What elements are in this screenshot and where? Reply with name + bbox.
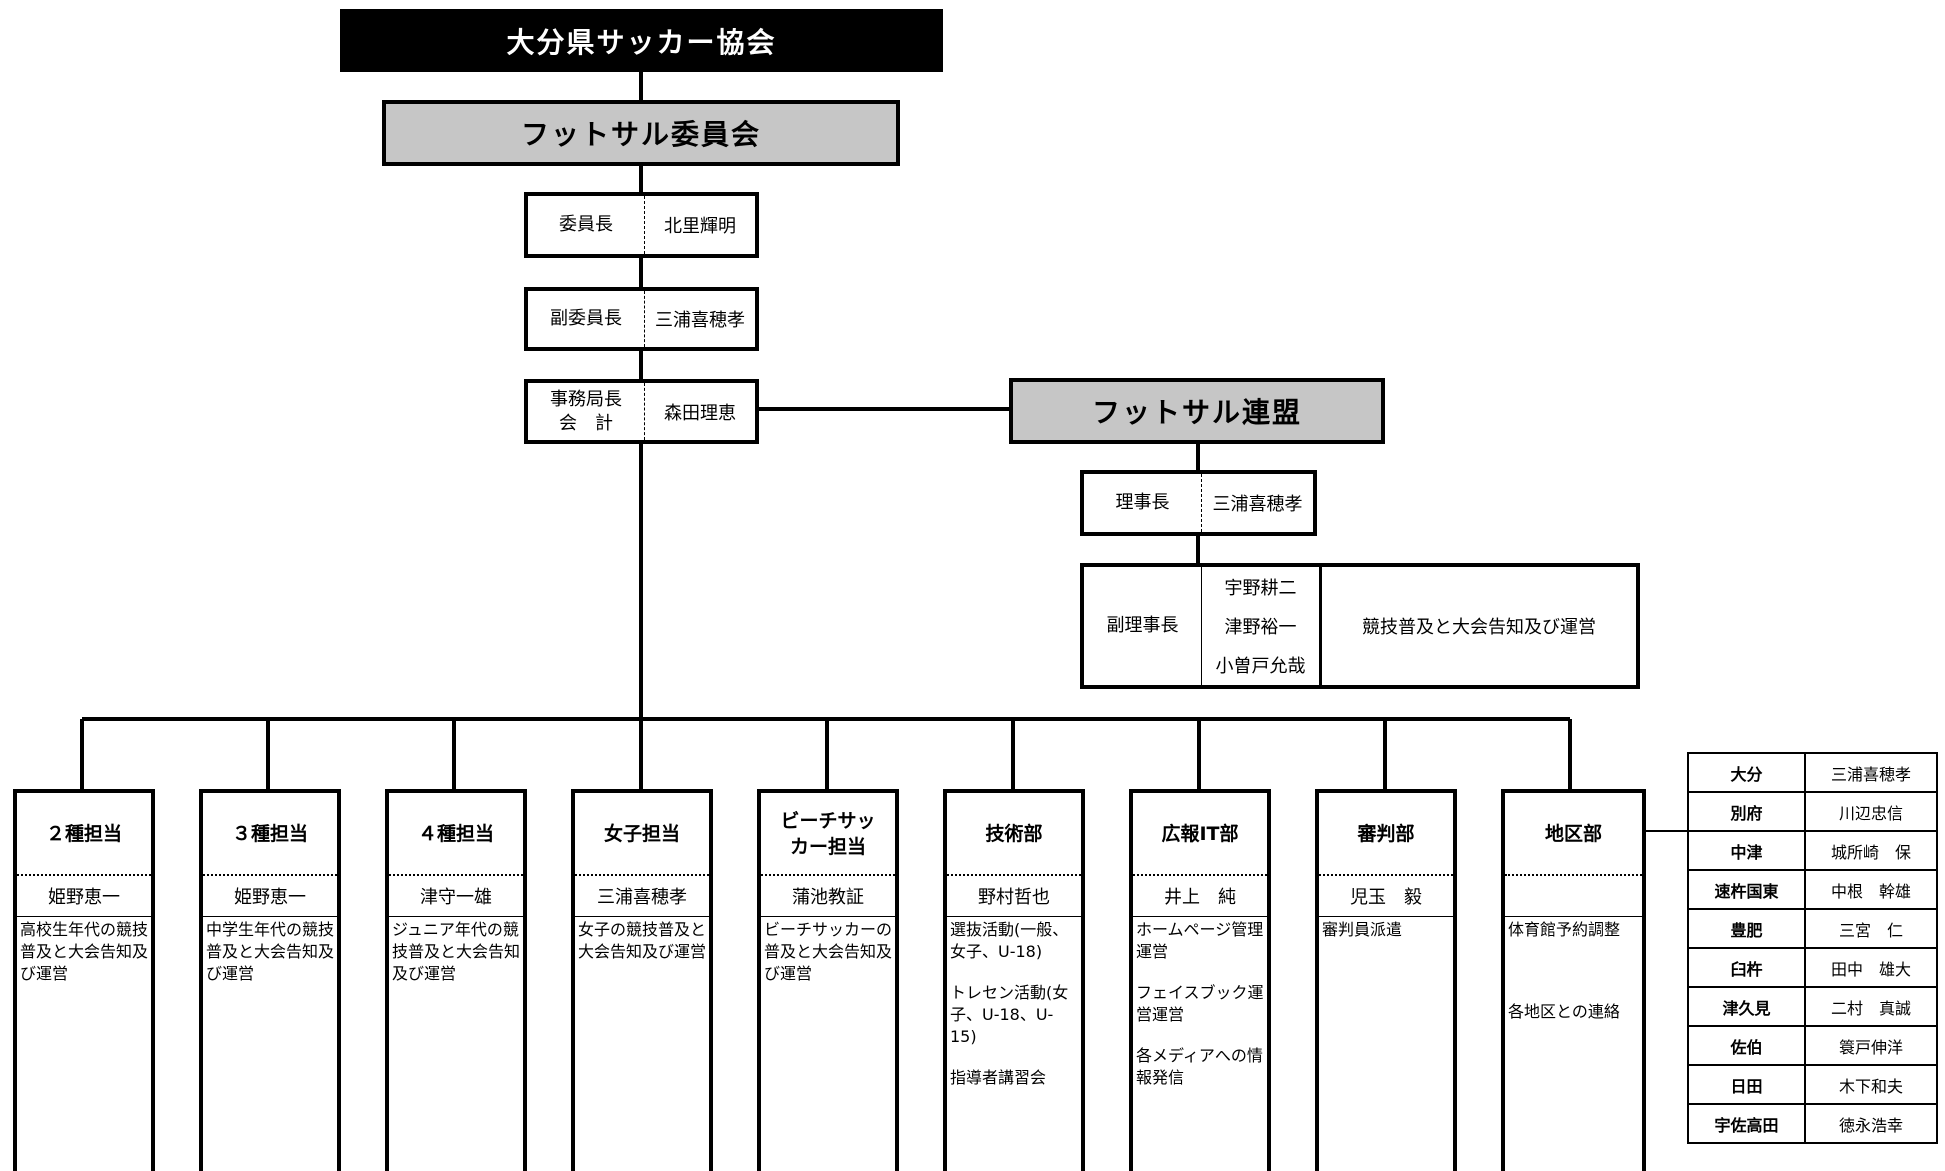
table-row: 速杵国東中根 幹雄 [1687, 869, 1938, 910]
dept-name: ビーチサッカー担当 [761, 793, 895, 876]
dept-name: 技術部 [947, 793, 1081, 876]
dept-person: 野村哲也 [947, 876, 1081, 917]
dept-person [1505, 876, 1642, 917]
district-person: 城所崎 保 [1804, 830, 1938, 871]
dept-description: 中学生年代の競技普及と大会告知及び運営 [206, 920, 335, 983]
duty-text: 競技普及と大会告知及び運営 [1362, 617, 1596, 638]
person-name: 宇野耕二 [1224, 577, 1297, 599]
dept-person: 児玉 毅 [1319, 876, 1453, 917]
league-chair-box: 理事長 三浦喜穂孝 [1080, 470, 1317, 536]
table-row: 津久見二村 真誠 [1687, 986, 1938, 1027]
dept-description: ホームページ管理運営 フェイスブック運営運営 各メディアへの情報発信 [1136, 920, 1264, 1087]
dept-name: ２種担当 [17, 793, 151, 876]
table-row: 豊肥三宮 仁 [1687, 908, 1938, 949]
dept-person: 井上 純 [1133, 876, 1267, 917]
table-row: 佐伯簑戸伸洋 [1687, 1025, 1938, 1066]
dept-description: 選抜活動(一般、女子、U-18) トレセン活動(女子、U-18、U-15) 指導… [950, 920, 1069, 1087]
table-row: 別府川辺忠信 [1687, 791, 1938, 832]
dept-column: 女子担当 三浦喜穂孝 女子の競技普及と大会告知及び運営 [571, 789, 713, 1171]
dept-description: ジュニア年代の競技普及と大会告知及び運営 [392, 920, 521, 983]
district-person: 田中 雄大 [1804, 947, 1938, 988]
dept-name: ３種担当 [203, 793, 337, 876]
table-row: 中津城所崎 保 [1687, 830, 1938, 871]
district-person: 中根 幹雄 [1804, 869, 1938, 910]
district-name: 大分 [1687, 752, 1806, 793]
district-name: 宇佐高田 [1687, 1103, 1806, 1144]
role-label: 副理事長 [1084, 567, 1202, 685]
dept-description: 高校生年代の競技普及と大会告知及び運営 [20, 920, 149, 983]
vice-persons: 宇野耕二 津野裕一 小曽戸允哉 [1202, 567, 1322, 685]
district-table: 大分三浦喜穂孝 別府川辺忠信 中津城所崎 保 速杵国東中根 幹雄 豊肥三宮 仁 … [1687, 752, 1938, 1144]
district-person: 三浦喜穂孝 [1804, 752, 1938, 793]
table-row: 臼杵田中 雄大 [1687, 947, 1938, 988]
dept-name: 広報IT部 [1133, 793, 1267, 876]
dept-column: 広報IT部 井上 純 ホームページ管理運営 フェイスブック運営運営 各メディアへ… [1129, 789, 1271, 1171]
dept-column: ２種担当 姫野恵一 高校生年代の競技普及と大会告知及び運営 [13, 789, 155, 1171]
table-row: 日田木下和夫 [1687, 1064, 1938, 1105]
district-person: 簑戸伸洋 [1804, 1025, 1938, 1066]
committee-chair-box: 委員長 北里輝明 [524, 192, 759, 258]
person-name: 三浦喜穂孝 [655, 310, 745, 331]
dept-column: ３種担当 姫野恵一 中学生年代の競技普及と大会告知及び運営 [199, 789, 341, 1171]
district-name: 佐伯 [1687, 1025, 1806, 1066]
district-name: 速杵国東 [1687, 869, 1806, 910]
role-label: 委員長 [528, 196, 645, 254]
league-title: フットサル連盟 [1009, 378, 1385, 444]
person-name: 三浦喜穂孝 [1212, 494, 1303, 515]
district-name: 津久見 [1687, 986, 1806, 1027]
dept-column: 審判部 児玉 毅 審判員派遣 [1315, 789, 1457, 1171]
district-name: 豊肥 [1687, 908, 1806, 949]
district-name: 日田 [1687, 1064, 1806, 1105]
dept-column: 地区部 体育館予約調整 各地区との連絡 [1501, 789, 1646, 1171]
table-row: 大分三浦喜穂孝 [1687, 752, 1938, 793]
dept-column: ビーチサッカー担当 蒲池教証 ビーチサッカーの普及と大会告知及び運営 [757, 789, 899, 1171]
district-person: 川辺忠信 [1804, 791, 1938, 832]
dept-description: ビーチサッカーの普及と大会告知及び運営 [764, 920, 893, 983]
committee-title: フットサル委員会 [382, 100, 900, 166]
dept-column: 技術部 野村哲也 選抜活動(一般、女子、U-18) トレセン活動(女子、U-18… [943, 789, 1085, 1171]
dept-person: 三浦喜穂孝 [575, 876, 709, 917]
district-name: 臼杵 [1687, 947, 1806, 988]
district-person: 三宮 仁 [1804, 908, 1938, 949]
person-name: 津野裕一 [1224, 616, 1297, 638]
dept-description: 体育館予約調整 各地区との連絡 [1508, 920, 1621, 1021]
role-label: 理事長 [1084, 474, 1202, 532]
district-person: 徳永浩幸 [1804, 1103, 1938, 1144]
committee-secretary-box: 事務局長 会 計 森田理恵 [524, 379, 759, 444]
committee-vice-chair-box: 副委員長 三浦喜穂孝 [524, 287, 759, 351]
role-label: 副委員長 [528, 291, 645, 347]
dept-name: 地区部 [1505, 793, 1642, 876]
district-name: 別府 [1687, 791, 1806, 832]
dept-person: 蒲池教証 [761, 876, 895, 917]
dept-description: 審判員派遣 [1322, 920, 1403, 939]
district-person: 木下和夫 [1804, 1064, 1938, 1105]
league-vice-box: 副理事長 宇野耕二 津野裕一 小曽戸允哉 競技普及と大会告知及び運営 [1080, 563, 1640, 689]
dept-person: 津守一雄 [389, 876, 523, 917]
dept-column: ４種担当 津守一雄 ジュニア年代の競技普及と大会告知及び運営 [385, 789, 527, 1171]
person-name: 森田理恵 [664, 402, 736, 424]
district-person: 二村 真誠 [1804, 986, 1938, 1027]
person-name: 小曽戸允哉 [1215, 656, 1306, 678]
dept-name: 審判部 [1319, 793, 1453, 876]
association-title: 大分県サッカー協会 [340, 9, 943, 72]
person-name: 北里輝明 [664, 216, 736, 237]
dept-name: 女子担当 [575, 793, 709, 876]
dept-description: 女子の競技普及と大会告知及び運営 [578, 920, 707, 961]
dept-person: 姫野恵一 [17, 876, 151, 917]
district-name: 中津 [1687, 830, 1806, 871]
dept-person: 姫野恵一 [203, 876, 337, 917]
role-label: 事務局長 会 計 [528, 383, 645, 440]
dept-name: ４種担当 [389, 793, 523, 876]
table-row: 宇佐高田徳永浩幸 [1687, 1103, 1938, 1144]
